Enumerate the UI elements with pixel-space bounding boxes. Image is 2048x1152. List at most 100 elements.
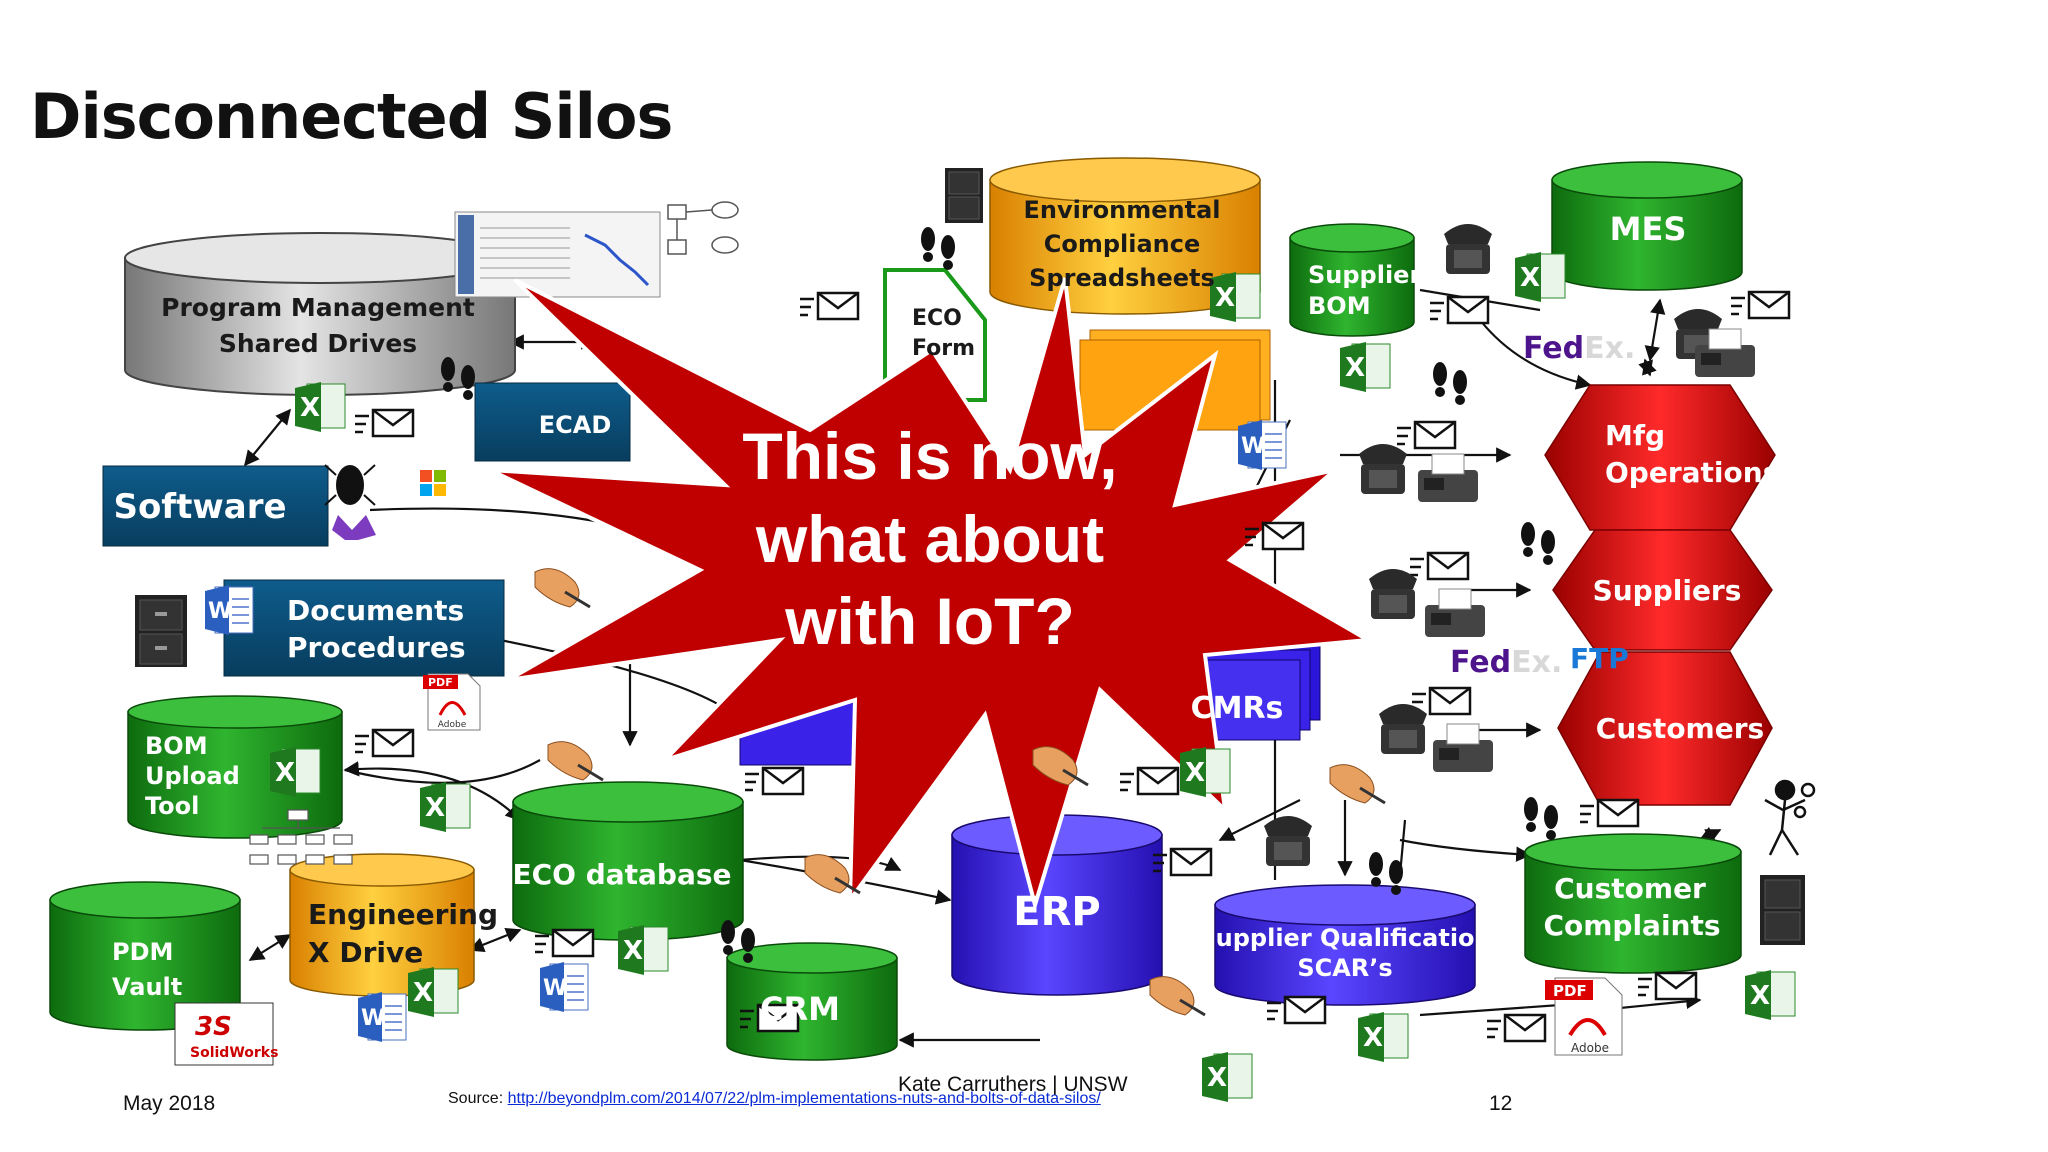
customer-label: Customer	[1554, 872, 1706, 905]
eco-label: ECO	[912, 306, 962, 331]
supplier-qualification-cylinder	[1214, 884, 1476, 1006]
email-envelope-icon	[1410, 551, 1470, 581]
crm-cylinder	[726, 942, 898, 1061]
svg-text:PDF: PDF	[428, 676, 453, 689]
hand-signing-icon	[1329, 764, 1386, 805]
bom-upload-cylinder	[127, 695, 343, 839]
footer-source: Source: http://beyondplm.com/2014/07/22/…	[448, 1090, 1101, 1108]
supplier-bom-label: BOM	[1308, 292, 1371, 320]
pdf-document-icon: PDF Adobe	[1545, 977, 1623, 1056]
logo-labels: FedEx. FedEx. FTP 3S SolidWorks PDF Adob…	[174, 331, 1635, 1066]
customer-complaints-cylinder	[1524, 833, 1742, 974]
email-envelope-icon	[1430, 295, 1490, 325]
x-drive-label: X Drive	[308, 936, 423, 969]
diagram-labels: Program Management Shared Drives ECAD So…	[112, 196, 1779, 1028]
svg-text:X: X	[1215, 283, 1235, 313]
excel-icon: X	[1180, 747, 1231, 797]
excel-icon: X	[1202, 1052, 1253, 1102]
footer-author: Kate Carruthers | UNSW	[898, 1073, 1128, 1096]
eco-database-label: ECO database	[512, 858, 731, 891]
page-number: 12	[1489, 1092, 1513, 1115]
excel-icon: X	[1340, 342, 1391, 392]
suppliers-hexagon	[1552, 529, 1773, 651]
excel-icon: X	[618, 925, 669, 975]
file-cabinet-icon	[945, 168, 983, 223]
supplier-qualification-label: Supplier Qualification	[1198, 924, 1491, 952]
desk-phone-icon	[1264, 816, 1312, 866]
bom-label: BOM	[145, 732, 208, 760]
svg-text:X: X	[425, 793, 445, 823]
email-envelope-icon	[1412, 686, 1472, 716]
email-envelope-icon	[1245, 521, 1305, 551]
hand-signing-icon	[804, 854, 861, 895]
hand-signing-icon	[534, 568, 591, 609]
mfg-label: Mfg	[1605, 419, 1665, 452]
fax-machine-icon	[1695, 328, 1755, 377]
email-envelope-icon	[1153, 847, 1213, 877]
documents-label: Documents	[287, 594, 464, 627]
svg-text:Adobe: Adobe	[438, 720, 467, 730]
fax-machine-icon	[1418, 453, 1478, 502]
svg-text:PDF: PDF	[1553, 982, 1587, 1000]
hand-signing-icon	[547, 741, 604, 782]
visual-studio-icon	[332, 515, 376, 540]
environmental-compliance-cylinder	[989, 157, 1261, 315]
svg-text:W: W	[208, 599, 232, 624]
source-prefix: Source:	[448, 1090, 504, 1107]
customers-label: Customers	[1596, 712, 1764, 745]
fedex-logo-icon: FedEx.	[1450, 645, 1562, 680]
svg-text:X: X	[1185, 758, 1205, 788]
email-envelope-icon	[535, 928, 595, 958]
fax-machine-icon	[1425, 588, 1485, 637]
svg-text:X: X	[623, 936, 643, 966]
footprints-icon	[1433, 362, 1467, 405]
file-cabinet-icon	[1760, 875, 1805, 945]
email-envelope-icon	[745, 766, 805, 796]
callout-line-1: This is now,	[742, 419, 1118, 493]
footer-date: May 2018	[123, 1092, 216, 1115]
program-management-label: Program Management	[161, 293, 475, 322]
software-box	[102, 465, 329, 547]
email-envelope-icon	[355, 728, 415, 758]
svg-text:X: X	[300, 393, 320, 423]
ftp-logo-icon: FTP	[1570, 642, 1629, 675]
email-envelope-icon	[1580, 798, 1640, 828]
org-chart-icon	[249, 809, 353, 865]
email-envelope-icon	[355, 408, 415, 438]
svg-text:X: X	[1345, 353, 1365, 383]
compliance-label: Compliance	[1044, 230, 1201, 258]
svg-text:W: W	[361, 1006, 385, 1031]
word-document-icon: W	[358, 992, 407, 1042]
upload-label: Upload	[145, 762, 240, 790]
svg-text:W: W	[543, 976, 567, 1001]
suppliers-label: Suppliers	[1593, 574, 1742, 607]
excel-icon: X	[1358, 1012, 1409, 1062]
stick-figure-icon	[1764, 779, 1816, 856]
shared-drives-label: Shared Drives	[219, 329, 417, 358]
svg-text:SolidWorks: SolidWorks	[190, 1045, 278, 1061]
word-document-icon: W	[205, 585, 254, 635]
spreadsheets-label: Spreadsheets	[1029, 264, 1215, 292]
footprints-icon	[1521, 522, 1555, 565]
erp-label: ERP	[1013, 889, 1100, 935]
bug-icon	[324, 464, 376, 506]
svg-text:X: X	[1363, 1023, 1383, 1053]
windows-logo-icon	[420, 470, 446, 496]
footprints-icon	[441, 357, 475, 400]
pdm-label: PDM	[112, 938, 173, 966]
hand-signing-icon	[1032, 746, 1089, 787]
excel-icon: X	[1515, 252, 1566, 302]
source-link[interactable]: http://beyondplm.com/2014/07/22/plm-impl…	[507, 1090, 1101, 1107]
ecad-box	[474, 382, 631, 462]
word-document-icon: W	[1238, 420, 1287, 470]
crm-label: CRM	[760, 990, 840, 1028]
slide-title: Disconnected Silos	[30, 80, 673, 153]
email-envelope-icon	[1638, 971, 1698, 1001]
svg-text:X: X	[1750, 981, 1770, 1011]
solidworks-logo-icon: 3S SolidWorks	[174, 1002, 278, 1066]
flowchart-sketch-icon	[667, 201, 739, 255]
excel-icon: X	[270, 747, 321, 797]
svg-text:W: W	[1241, 434, 1265, 459]
